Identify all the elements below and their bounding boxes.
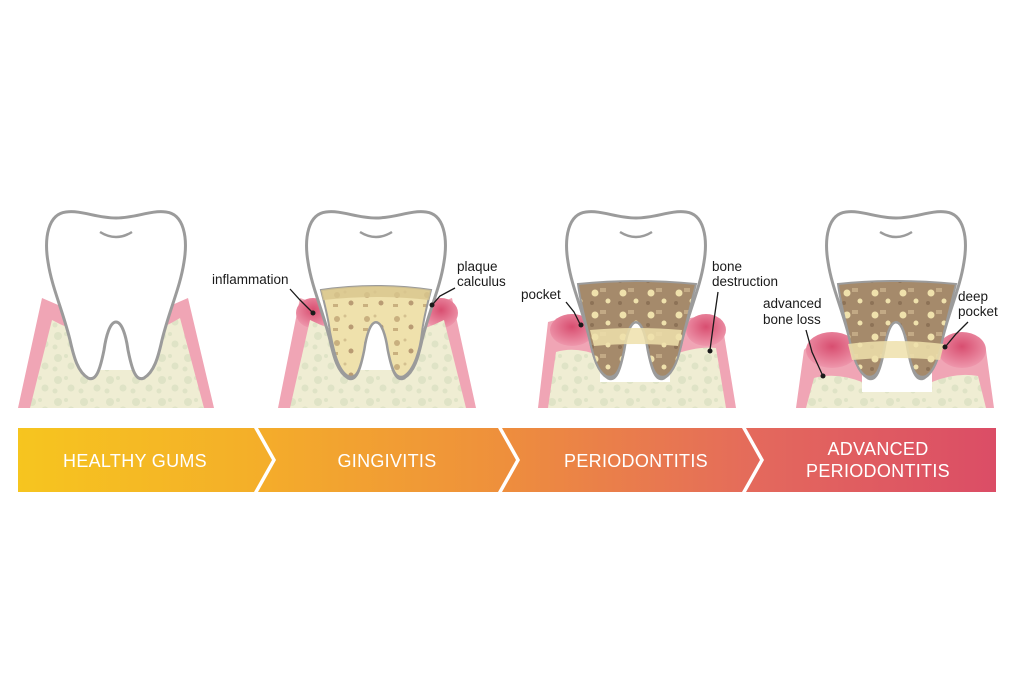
label-pocket: pocket bbox=[521, 287, 561, 302]
leader-dot-deep-pocket bbox=[942, 344, 948, 350]
label-bone: bone bbox=[712, 259, 742, 274]
advanced-plaque-band bbox=[848, 341, 944, 360]
leader-dot-inflammation bbox=[310, 310, 316, 316]
gingivitis-calculus-band bbox=[321, 286, 431, 300]
stage-label-periodontitis: PERIODONTITIS bbox=[564, 451, 708, 471]
periodontitis-inflammation-left bbox=[550, 314, 594, 346]
leader-inflammation bbox=[289, 288, 313, 313]
stage-bar: HEALTHY GUMS GINGIVITIS PERIODONTITIS AD… bbox=[18, 428, 996, 492]
stage-label-advanced-line1: ADVANCED bbox=[827, 439, 928, 459]
stage-label-advanced-line2: PERIODONTITIS bbox=[806, 461, 950, 481]
advanced-inflammation-left bbox=[806, 332, 858, 368]
panel-periodontitis bbox=[538, 210, 736, 408]
leader-dot-bone-destruction bbox=[707, 348, 713, 354]
leader-plaque-calculus bbox=[432, 287, 456, 305]
periodontitis-bone bbox=[548, 347, 726, 408]
label-calculus: calculus bbox=[457, 274, 506, 289]
label-bone-loss: bone loss bbox=[763, 312, 821, 327]
leader-advanced-bone-loss bbox=[805, 329, 823, 375]
advanced-tooth-groove bbox=[879, 230, 913, 239]
label-destruction: destruction bbox=[712, 274, 778, 289]
advanced-inflammation-right bbox=[938, 332, 986, 368]
gingivitis-bone bbox=[290, 320, 466, 408]
gingivitis-plaque bbox=[319, 285, 433, 378]
label-advanced: advanced bbox=[763, 296, 822, 311]
stage-segment-gingivitis bbox=[258, 428, 516, 492]
panel-gingivitis bbox=[278, 210, 476, 408]
leader-dot-pocket bbox=[578, 322, 584, 328]
healthy-tooth bbox=[45, 210, 187, 381]
periodontitis-tooth-groove bbox=[619, 230, 653, 239]
stage-segment-advanced bbox=[746, 428, 996, 492]
panel-advanced bbox=[796, 210, 994, 408]
stage-label-gingivitis: GINGIVITIS bbox=[337, 451, 436, 471]
healthy-bone bbox=[30, 318, 204, 408]
leader-dot-plaque-calculus bbox=[429, 302, 435, 308]
advanced-bone bbox=[806, 374, 986, 408]
label-deep: deep bbox=[958, 289, 988, 304]
periodontitis-plaque-band bbox=[590, 328, 682, 346]
stage-segment-periodontitis bbox=[502, 428, 760, 492]
panel-healthy bbox=[18, 210, 214, 408]
stage-label-healthy: HEALTHY GUMS bbox=[63, 451, 207, 471]
leader-dot-advanced-bone-loss bbox=[820, 373, 826, 379]
leader-pocket bbox=[565, 301, 581, 325]
leader-bone-destruction bbox=[709, 291, 719, 351]
periodontitis-inflammation-right bbox=[686, 314, 726, 346]
leader-deep-pocket bbox=[945, 321, 969, 347]
label-plaque: plaque bbox=[457, 259, 498, 274]
annotations: inflammation plaque calculus pocket bone… bbox=[212, 259, 998, 379]
label-inflammation: inflammation bbox=[212, 272, 289, 287]
stage-segment-healthy bbox=[18, 428, 272, 492]
label-deep-pocket: pocket bbox=[958, 304, 998, 319]
gingivitis-tooth-groove bbox=[359, 230, 393, 239]
healthy-tooth-groove bbox=[99, 230, 133, 239]
